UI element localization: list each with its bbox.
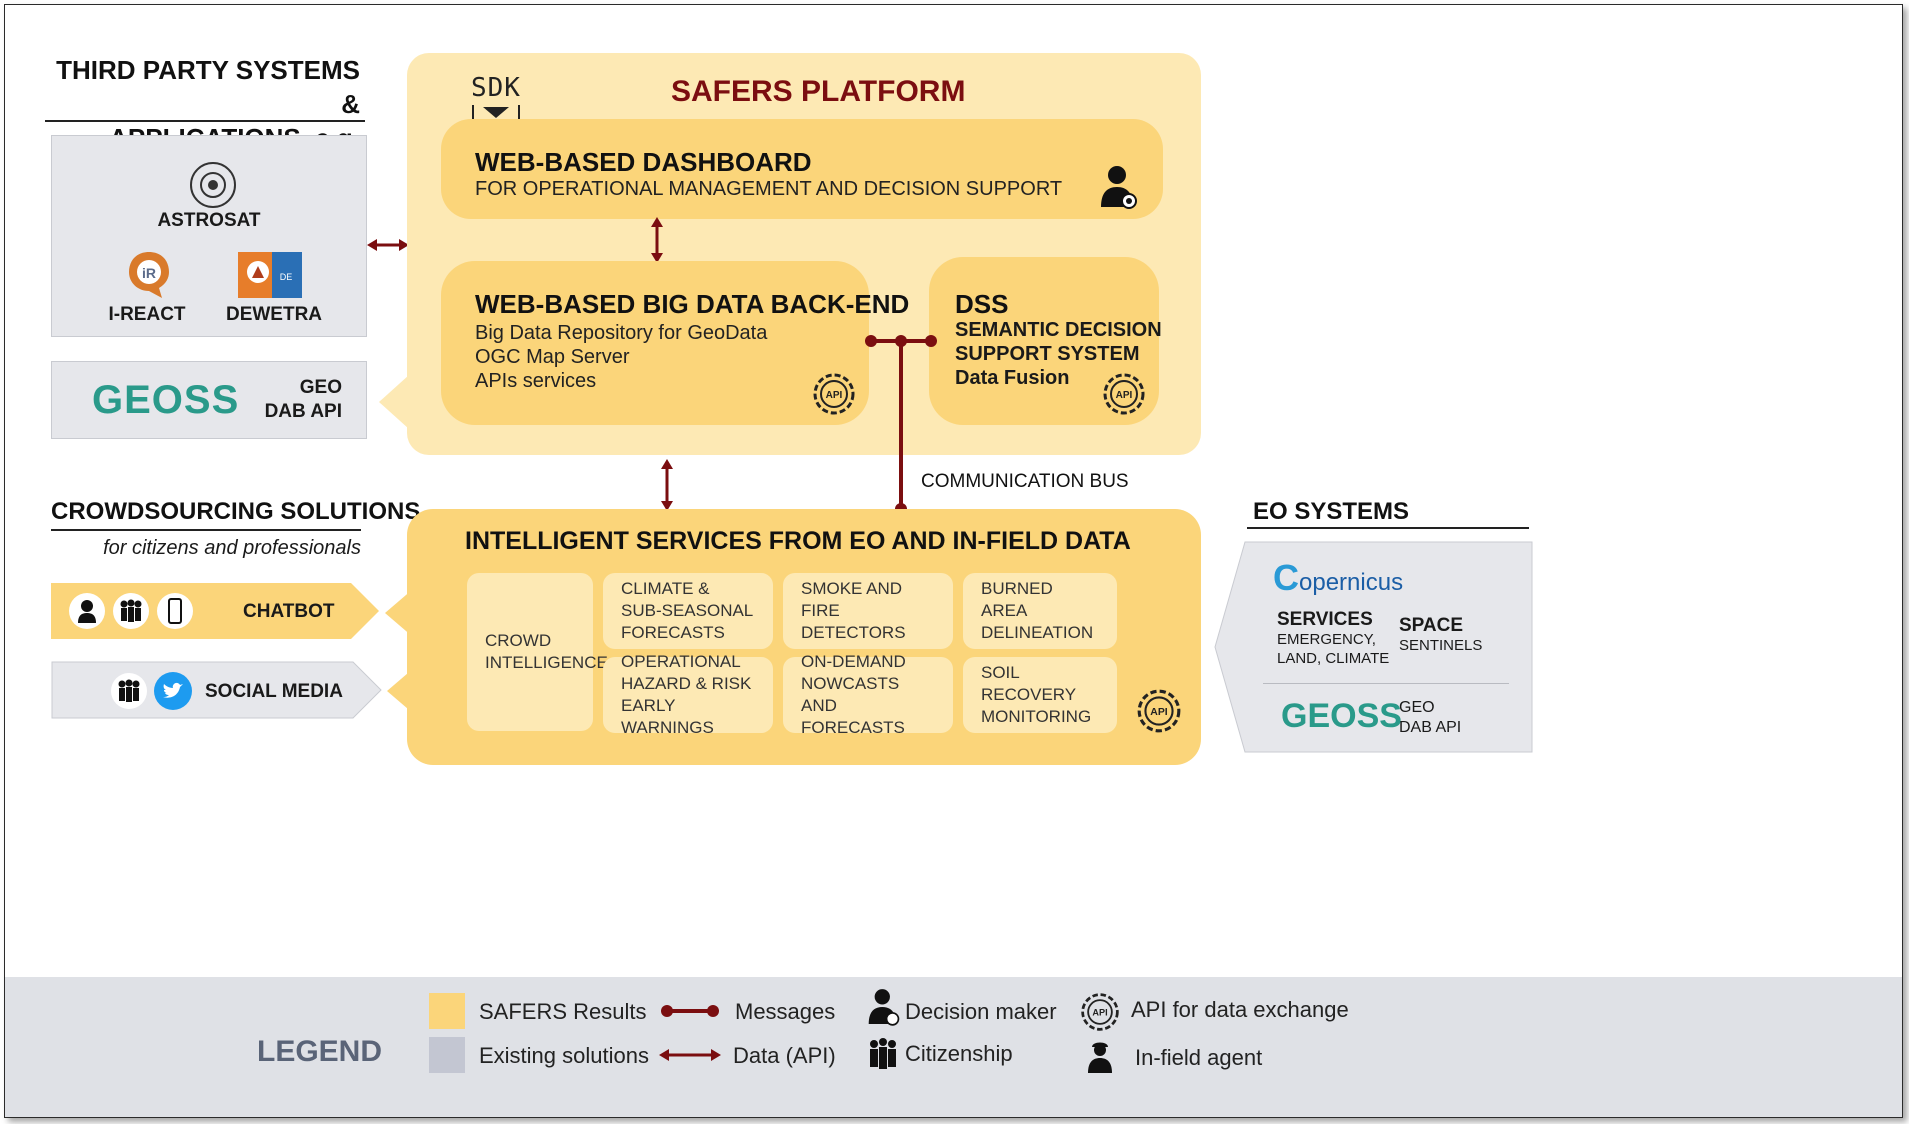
svg-text:iR: iR: [142, 265, 156, 281]
ireact-label: I-REACT: [108, 304, 186, 325]
dss-box: [929, 257, 1159, 425]
eo-geo-line-1: GEO: [1399, 699, 1435, 716]
legend-messages: Messages: [735, 999, 836, 1024]
dss-line-1: SEMANTIC DECISION: [955, 319, 1162, 341]
dss-line-2: SUPPORT SYSTEM: [955, 343, 1140, 365]
services-api-icon: API: [1137, 689, 1181, 733]
legend-infield-agent-icon: [1088, 1042, 1112, 1073]
svg-text:DE: DE: [280, 272, 293, 282]
backend-api-icon: API: [813, 373, 855, 415]
infield-agent-icon: [69, 593, 105, 629]
copernicus-logo: Copernicus: [1273, 557, 1404, 598]
eo-divider: [1263, 683, 1509, 684]
dashboard-box: [441, 119, 1163, 219]
dewetra-label: DEWETRA: [225, 304, 323, 325]
crowdsourcing-subheading: for citizens and professionals: [103, 537, 361, 559]
smartphone-icon: [157, 593, 193, 629]
service-operational: OPERATIONAL HAZARD & RISK EARLY WARNINGS: [603, 652, 773, 737]
legend-bar: [5, 977, 1902, 1117]
service-crowd-intelligence: CROWD INTELLIGENCE: [467, 573, 608, 731]
eo-space-title: SPACE: [1399, 615, 1464, 636]
legend-messages-line: [661, 1005, 719, 1017]
third-party-rule: [45, 120, 365, 122]
eo-heading: EO SYSTEMS: [1253, 498, 1410, 525]
service-climate: CLIMATE & SUB-SEASONAL FORECASTS: [603, 573, 773, 649]
eo-space-line: SENTINELS: [1399, 637, 1483, 654]
service-nowcasts: ON-DEMAND NOWCASTS AND FORECASTS: [783, 652, 953, 737]
legend-safers-results: SAFERS Results: [479, 999, 647, 1024]
crowdsourcing-heading: CROWDSOURCING SOLUTIONS: [51, 498, 421, 525]
legend-decision-maker: Decision maker: [905, 999, 1057, 1024]
legend-citizenship: Citizenship: [905, 1041, 1013, 1066]
legend-infield-agent: In-field agent: [1135, 1045, 1263, 1070]
decision-maker-icon: [1101, 166, 1137, 209]
service-soil-recovery: SOIL RECOVERY MONITORING: [963, 657, 1117, 733]
service-burned-area: BURNED AREA DELINEATION: [963, 573, 1117, 649]
geoss-logo: GEOSS: [92, 378, 240, 422]
chatbot-icons: [69, 593, 199, 629]
eo-services-title: SERVICES: [1277, 609, 1373, 630]
dewetra-logo-icon: DE: [238, 252, 302, 298]
eo-services-line-2: LAND, CLIMATE: [1277, 650, 1390, 667]
eo-rule: [1247, 527, 1529, 529]
platform-services-arrow: [661, 459, 673, 511]
social-citizens-icon: [111, 673, 147, 709]
eo-geo-line-2: DAB API: [1399, 719, 1462, 736]
legend-citizenship-icon: [870, 1038, 896, 1069]
services-api-text: API: [1150, 707, 1167, 718]
legend-api-text: API: [1092, 1008, 1107, 1018]
legend-existing-swatch: [429, 1037, 465, 1073]
service-smoke-fire: SMOKE AND FIRE DETECTORS: [783, 573, 953, 649]
dss-title: DSS: [955, 289, 1009, 319]
dss-api-text: API: [1116, 390, 1133, 401]
backend-line-3: APIs services: [475, 370, 597, 392]
dashboard-subtitle: FOR OPERATIONAL MANAGEMENT AND DECISION …: [475, 178, 1063, 200]
geo-dab-label: GEO DAB API: [264, 377, 342, 422]
geoss-pointer: [379, 375, 409, 429]
astrosat-label: ASTROSAT: [157, 210, 261, 231]
diagram-frame: THIRD PARTY SYSTEMS & APPLICATIONS, e.g.…: [4, 4, 1903, 1118]
legend-title: LEGEND: [257, 1035, 383, 1068]
third-party-box: ASTROSAT iR I-REACT DE DEWETRA: [51, 135, 367, 337]
chatbot-pointer: [385, 589, 413, 637]
backend-api-text: API: [826, 390, 843, 401]
backend-line-1: Big Data Repository for GeoData: [475, 322, 768, 344]
backend-line-2: OGC Map Server: [475, 346, 630, 368]
citizens-icon: [113, 593, 149, 629]
legend-api-icon: API: [1081, 993, 1119, 1031]
legend-data-api: Data (API): [733, 1043, 836, 1068]
eo-services-line-1: EMERGENCY,: [1277, 631, 1376, 648]
dashboard-backend-arrow: [651, 217, 663, 263]
communication-bus-label: COMMUNICATION BUS: [921, 471, 1129, 492]
dss-api-icon: API: [1103, 373, 1145, 415]
social-media-label: SOCIAL MEDIA: [205, 681, 343, 702]
services-title: INTELLIGENT SERVICES FROM EO AND IN-FIEL…: [465, 527, 1131, 555]
eo-box-shape: [1214, 541, 1533, 753]
ireact-logo-icon: iR: [129, 252, 169, 298]
platform-title: SAFERS PLATFORM: [671, 75, 966, 108]
crowdsourcing-rule: [51, 529, 361, 531]
third-party-data-arrow: [367, 239, 409, 251]
backend-title: WEB-BASED BIG DATA BACK-END: [475, 289, 910, 319]
eo-geoss-logo: GEOSS: [1281, 697, 1402, 735]
legend-safers-swatch: [429, 993, 465, 1029]
legend-api-exchange: API for data exchange: [1131, 997, 1349, 1022]
astrosat-logo-icon: [190, 162, 236, 208]
legend-existing-solutions: Existing solutions: [479, 1043, 649, 1068]
twitter-icon: [154, 672, 192, 710]
dashboard-title: WEB-BASED DASHBOARD: [475, 147, 812, 177]
sdk-logo: SDK: [471, 73, 521, 130]
geoss-box: GEOSS GEO DAB API: [51, 361, 367, 439]
dss-line-3: Data Fusion: [955, 367, 1070, 389]
backend-box: [441, 261, 869, 425]
legend-decision-maker-icon: [868, 989, 900, 1026]
legend-data-arrow: [659, 1049, 721, 1061]
chatbot-label: CHATBOT: [243, 601, 335, 622]
